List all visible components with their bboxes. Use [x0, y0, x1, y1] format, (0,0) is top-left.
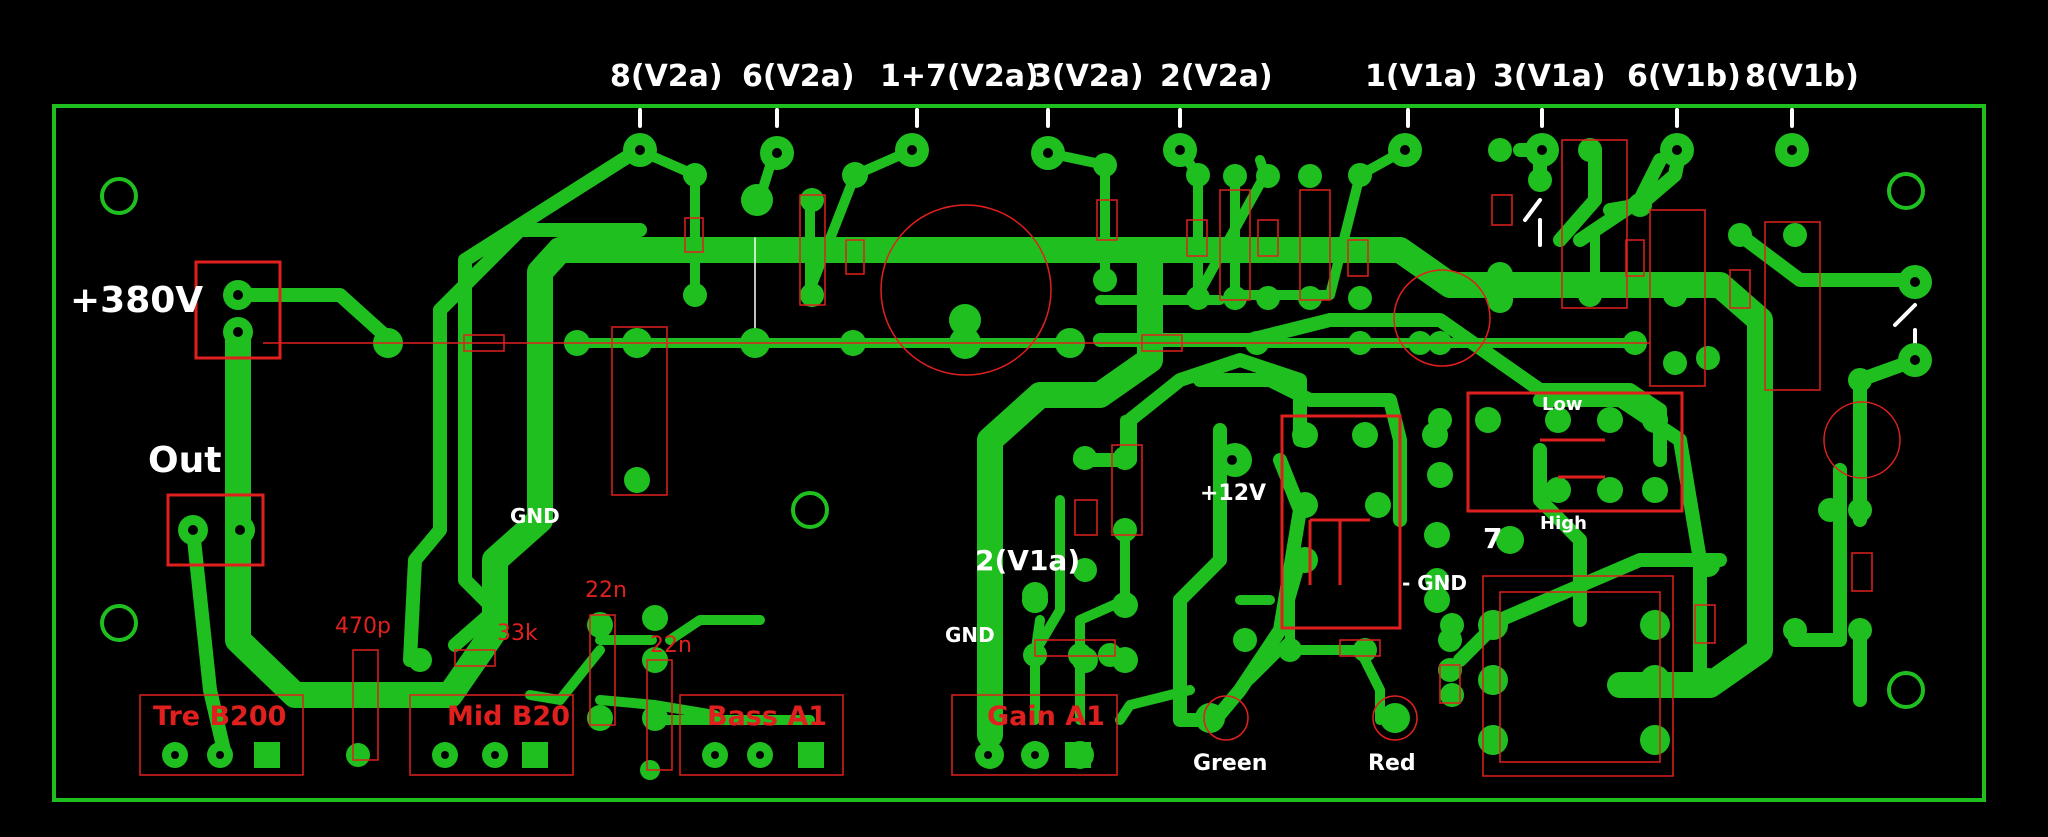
pin-label-1-7-v2a: 1+7(V2a) — [880, 59, 1039, 94]
component-labels: 470p 33k 22n 22n — [335, 578, 692, 658]
component-22n-b: 22n — [650, 633, 692, 658]
pads — [162, 133, 1932, 780]
component-470p: 470p — [335, 614, 391, 639]
pin-label-3-v2a: 3(V2a) — [1031, 59, 1144, 94]
board-labels: +380V Out GND GND 2(V1a) +12V - GND 7 Lo… — [70, 280, 1587, 776]
label-high: High — [1540, 513, 1587, 534]
label-gnd-left: GND — [510, 504, 560, 528]
pin-label-6-v2a: 6(V2a) — [742, 59, 855, 94]
component-22n-a: 22n — [585, 578, 627, 603]
component-33k: 33k — [497, 621, 538, 646]
label-plus12v: +12V — [1200, 481, 1266, 506]
label-green: Green — [1193, 751, 1267, 776]
pot-label-gain: Gain A1 — [987, 701, 1105, 732]
silkscreen — [139, 139, 1901, 777]
label-v1a-pin2: 2(V1a) — [975, 544, 1080, 577]
label-gnd-gain: GND — [945, 623, 995, 647]
mounting-holes — [100, 172, 1925, 709]
pin-labels: 8(V2a) 6(V2a) 1+7(V2a) 3(V2a) 2(V2a) 1(V… — [610, 59, 1859, 94]
label-supply: +380V — [70, 280, 203, 321]
label-seven: 7 — [1483, 522, 1502, 555]
label-red: Red — [1368, 751, 1416, 776]
pin-label-1-v1a: 1(V1a) — [1365, 59, 1478, 94]
pin-label-8-v2a: 8(V2a) — [610, 59, 723, 94]
pin-label-2-v2a: 2(V2a) — [1160, 59, 1273, 94]
label-minus-gnd: - GND — [1402, 571, 1467, 595]
pot-label-bass: Bass A1 — [707, 701, 827, 732]
pin-ticks — [638, 108, 1917, 347]
pin-label-8-v1b: 8(V1b) — [1745, 59, 1859, 94]
pot-label-treble: Tre B200 — [153, 701, 286, 732]
pin-label-3-v1a: 3(V1a) — [1493, 59, 1606, 94]
label-out: Out — [148, 440, 221, 481]
board-outline — [52, 104, 1986, 802]
pot-label-mid: Mid B20 — [447, 701, 570, 732]
label-low: Low — [1542, 394, 1582, 415]
pin-label-6-v1b: 6(V1b) — [1627, 59, 1741, 94]
pot-labels: Tre B200 Mid B20 Bass A1 Gain A1 — [153, 701, 1105, 732]
